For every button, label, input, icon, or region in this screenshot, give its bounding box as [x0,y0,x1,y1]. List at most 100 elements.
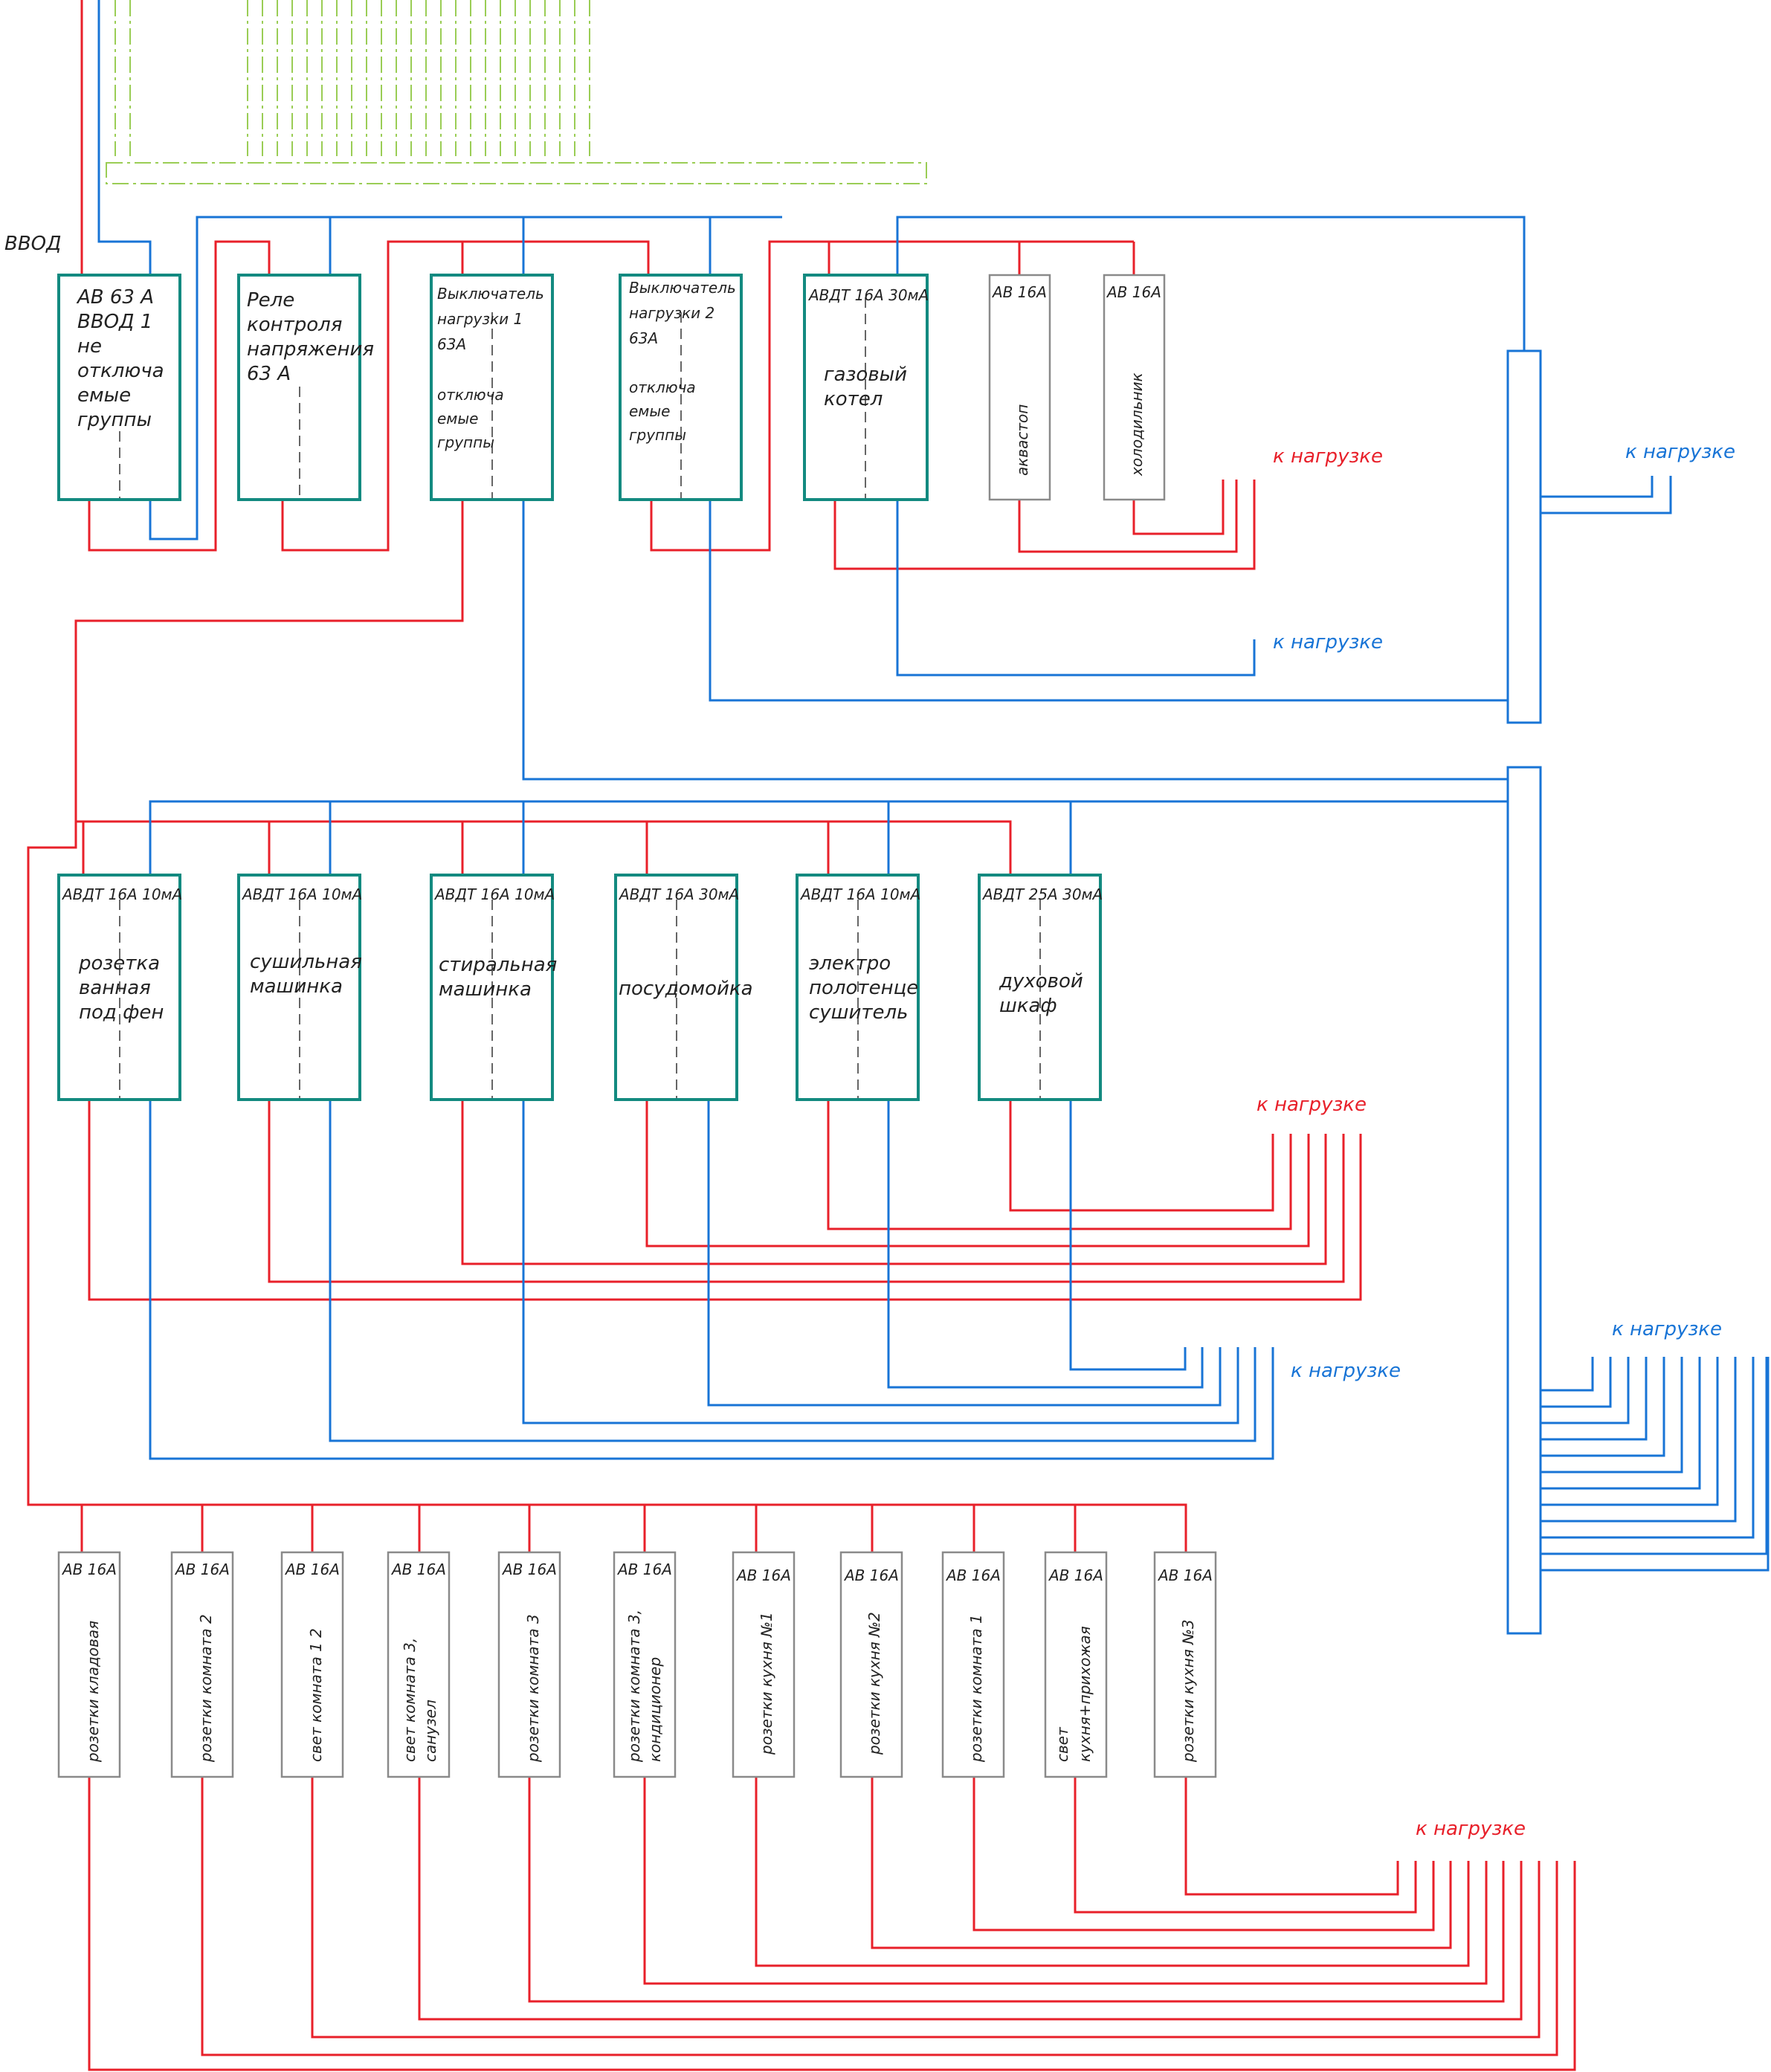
svg-text:АВДТ 16А 10мА: АВДТ 16А 10мА [433,885,555,903]
svg-text:отключа: отключа [437,386,504,404]
svg-text:свет комната 3,: свет комната 3, [401,1638,419,1762]
breaker-kitchen1-sockets: АВ 16А розетки кухня №1 [732,1551,796,1778]
svg-text:АВ 16А: АВ 16А [61,1561,117,1578]
input-label: ВВОД [4,233,61,255]
svg-text:АВ 16А: АВ 16А [945,1566,1001,1584]
load-label-row1-phase: к нагрузке [1273,445,1383,468]
breaker-room3-sockets: АВ 16А розетки комната 3 [497,1551,561,1778]
svg-text:Выключатель: Выключатель [629,279,736,297]
svg-text:АВ 16А: АВ 16А [991,283,1047,301]
svg-text:розетки комната 1: розетки комната 1 [967,1614,985,1763]
svg-text:кондиционер: кондиционер [646,1657,664,1762]
load-label-row1-neutral: к нагрузке [1273,631,1383,653]
svg-text:АВ 16А: АВ 16А [616,1561,672,1578]
svg-text:сушитель: сушитель [809,1001,908,1024]
breaker-storage-sockets: АВ 16А розетки кладовая [57,1551,121,1778]
svg-text:63А: 63А [437,335,466,353]
svg-text:розетки кухня №3: розетки кухня №3 [1179,1619,1197,1763]
svg-text:под фен: под фен [79,1001,164,1024]
svg-text:розетки комната 3: розетки комната 3 [524,1614,542,1763]
svg-text:санузел: санузел [422,1700,439,1762]
breaker-room3-aircon: АВ 16А розетки комната 3, кондиционер [613,1551,677,1778]
svg-text:газовый: газовый [824,364,907,386]
svg-text:63А: 63А [629,329,658,347]
rcbo-dishwasher: АВДТ 16А 30мА посудомойка [614,874,753,1101]
svg-text:нагрузки 1: нагрузки 1 [437,310,523,328]
breaker-input-63a: АВ 63 А ВВОД 1 не отключа емые группы [57,274,181,501]
svg-text:нагрузки 2: нагрузки 2 [629,304,714,322]
breaker-room12-light: АВ 16А свет комната 1 2 [280,1551,344,1778]
svg-text:емые: емые [77,384,131,407]
svg-text:АВ 16А: АВ 16А [284,1561,340,1578]
svg-text:АВДТ 16А 30мА: АВДТ 16А 30мА [807,286,929,304]
svg-text:шкаф: шкаф [999,995,1057,1017]
svg-text:АВДТ 25А 30мА: АВДТ 25А 30мА [981,885,1103,903]
svg-text:полотенце: полотенце [809,977,918,999]
svg-text:холодильник: холодильник [1128,372,1146,477]
svg-text:63 А: 63 А [247,363,291,385]
row1-devices: АВ 63 А ВВОД 1 не отключа емые группы Ре… [57,274,1166,501]
svg-text:АВДТ 16А 10мА: АВДТ 16А 10мА [61,885,182,903]
rcbo-towel-dryer: АВДТ 16А 10мА электро полотенце сушитель [796,874,920,1101]
svg-text:АВДТ 16А 10мА: АВДТ 16А 10мА [241,885,362,903]
rcbo-gas-boiler: АВДТ 16А 30мА газовый котел [803,274,929,501]
svg-text:АВ 16А: АВ 16А [843,1566,899,1584]
svg-text:напряжения: напряжения [247,338,374,361]
svg-text:емые: емые [437,410,479,427]
svg-text:группы: группы [77,409,152,431]
svg-text:АВ 16А: АВ 16А [501,1561,557,1578]
svg-text:Выключатель: Выключатель [437,285,544,303]
svg-text:АВ 16А: АВ 16А [1157,1566,1213,1584]
neutral-wiring [97,0,1770,1572]
load-label-bus1: к нагрузке [1625,441,1735,463]
neutral-bus-1 [1506,349,1542,724]
svg-text:АВ 63 А: АВ 63 А [76,286,154,309]
svg-text:АВДТ 16А 10мА: АВДТ 16А 10мА [799,885,920,903]
rcbo-oven: АВДТ 25А 30мА духовой шкаф [978,874,1103,1101]
svg-text:сушильная: сушильная [250,951,362,973]
svg-text:АВ 16А: АВ 16А [1048,1566,1103,1584]
svg-text:розетки комната 3,: розетки комната 3, [625,1610,643,1763]
svg-text:розетки кладовая: розетки кладовая [84,1621,102,1763]
svg-text:розетки кухня №2: розетки кухня №2 [865,1612,883,1755]
row3-devices: АВ 16А розетки кладовая АВ 16А розетки к… [57,1551,1217,1778]
neutral-bus-2 [1506,766,1542,1635]
breaker-kitchen2-sockets: АВ 16А розетки кухня №2 [839,1551,903,1778]
load-labels: к нагрузке к нагрузке к нагрузке к нагру… [1257,441,1735,1840]
load-label-row2-neutral: к нагрузке [1291,1360,1401,1382]
breaker-room3-light-bathroom: АВ 16А свет комната 3, санузел [387,1551,451,1778]
svg-text:свет комната 1 2: свет комната 1 2 [307,1628,325,1762]
row2-devices: АВДТ 16А 10мА розетка ванная под фен АВД… [57,874,1103,1101]
svg-text:контроля: контроля [247,314,342,336]
cabinet-outline [106,0,927,184]
svg-text:АВ 16А: АВ 16А [1106,283,1161,301]
breaker-aquastop: АВ 16А аквастоп [988,274,1051,501]
svg-text:АВ 16А: АВ 16А [390,1561,446,1578]
breaker-room2-sockets: АВ 16А розетки комната 2 [170,1551,234,1778]
svg-text:котел: котел [824,388,883,410]
svg-text:отключа: отключа [629,378,696,396]
svg-text:кухня+прихожая: кухня+прихожая [1076,1626,1094,1762]
svg-text:группы: группы [629,426,686,444]
load-switch-1: Выключатель нагрузки 1 63А отключа емые … [430,274,554,501]
svg-text:АВ 16А: АВ 16А [735,1566,791,1584]
svg-text:машинка: машинка [439,978,532,1001]
svg-text:электро: электро [809,952,891,975]
rcbo-washing-machine: АВДТ 16А 10мА стиральная машинка [430,874,557,1101]
load-switch-2: Выключатель нагрузки 2 63А отключа емые … [619,274,743,501]
svg-text:группы: группы [437,433,494,451]
svg-text:Реле: Реле [247,289,294,312]
svg-text:свет: свет [1054,1726,1071,1762]
svg-text:ванная: ванная [79,977,151,999]
phase-wiring [27,0,1576,2071]
rcbo-bathroom-socket: АВДТ 16А 10мА розетка ванная под фен [57,874,182,1101]
svg-text:духовой: духовой [999,970,1083,993]
voltage-relay-63a: Реле контроля напряжения 63 А [237,274,374,501]
breaker-fridge: АВ 16А холодильник [1103,274,1166,501]
load-label-bus2: к нагрузке [1612,1318,1722,1340]
svg-text:отключа: отключа [77,360,164,382]
svg-text:АВДТ 16А 30мА: АВДТ 16А 30мА [618,885,739,903]
svg-text:посудомойка: посудомойка [619,978,753,1000]
svg-text:АВ 16А: АВ 16А [174,1561,230,1578]
